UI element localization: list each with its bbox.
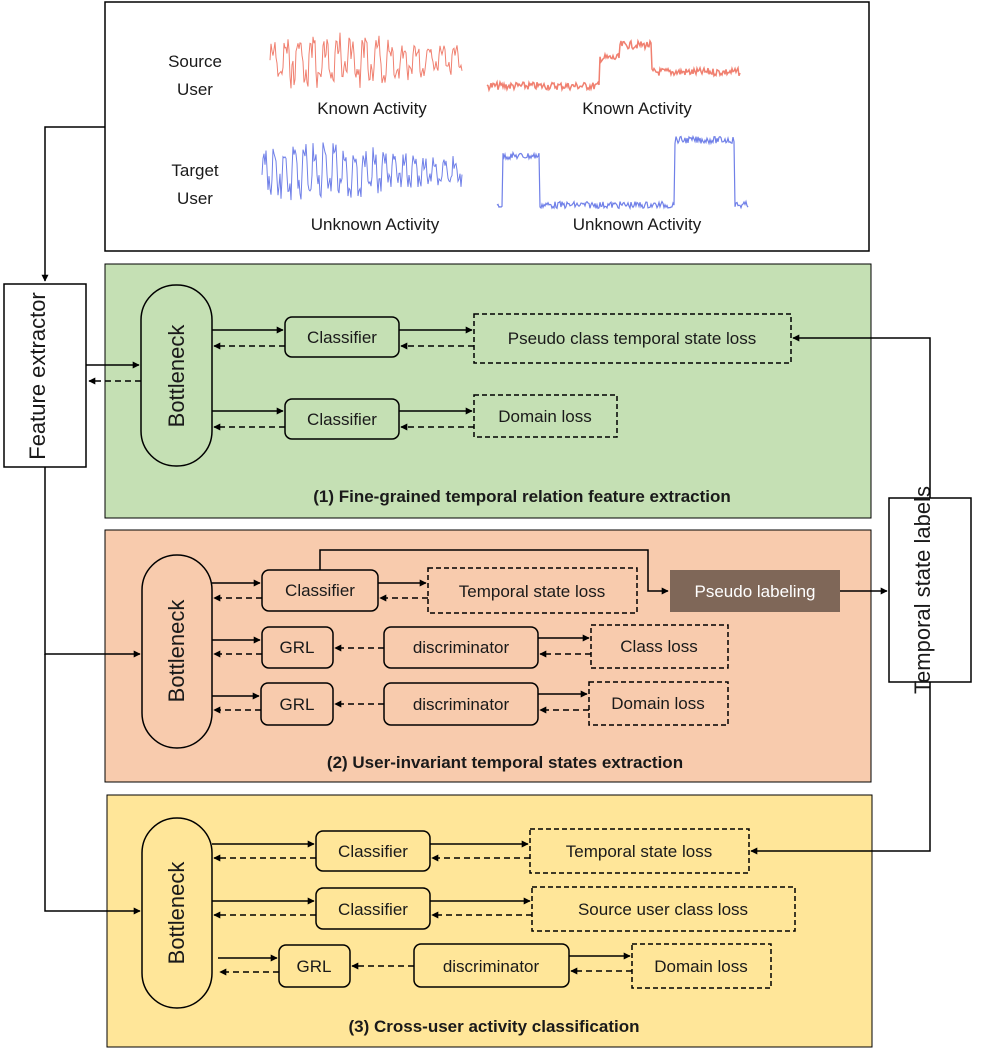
- stage1-classifier-b: [284, 398, 400, 440]
- source-known-activity-label-1: Known Activity: [317, 99, 427, 118]
- stage3-source-class-loss-label: Source user class loss: [578, 900, 748, 919]
- stage3-discriminator-label: discriminator: [443, 957, 540, 976]
- stage1-bottleneck-label: Bottleneck: [164, 324, 189, 428]
- temporal-state-labels-box: [888, 497, 972, 683]
- source-known-activity-label-2: Known Activity: [582, 99, 692, 118]
- labels-to-stage1-loss-arrow: [792, 334, 931, 498]
- pseudo-labeling-label: Pseudo labeling: [695, 582, 816, 601]
- stage2-discriminator-a-label: discriminator: [413, 638, 510, 657]
- stage1-domain-loss-label: Domain loss: [498, 407, 592, 426]
- stage3-caption: (3) Cross-user activity classification: [348, 1017, 639, 1036]
- target-signal-step: [496, 134, 749, 211]
- stage3-classifier-b: [315, 887, 431, 930]
- stage2-temporal-state-loss: [427, 567, 638, 614]
- stage2-grl-b-label: GRL: [280, 695, 315, 714]
- stage1-pseudo-class-loss-label: Pseudo class temporal state loss: [508, 329, 757, 348]
- stage1-classifier-b-label: Classifier: [307, 410, 377, 429]
- stage3-temporal-state-loss: [529, 828, 750, 874]
- source-signal-periodic: [269, 32, 463, 89]
- stage2-grl-b: [260, 682, 334, 726]
- labels-to-stage3-loss-arrow: [750, 682, 931, 855]
- stage2-classifier-label: Classifier: [285, 581, 355, 600]
- signal-panel: [104, 1, 870, 252]
- stage2-domain-loss: [588, 681, 729, 726]
- stage1-domain-loss: [473, 394, 618, 438]
- target-unknown-activity-label-2: Unknown Activity: [573, 215, 702, 234]
- stage1-bottleneck: [140, 284, 213, 467]
- stage3-grl-label: GRL: [297, 957, 332, 976]
- source-signal-step: [486, 38, 741, 93]
- connectors: [41, 126, 931, 976]
- s2-cls-to-pseudo-labeling: [319, 549, 669, 595]
- stage1-classifier-a-label: Classifier: [307, 328, 377, 347]
- pseudo-labeling-box: [670, 570, 840, 612]
- signals-to-extractor-arrow: [41, 126, 105, 282]
- stage2-class-loss-label: Class loss: [620, 637, 697, 656]
- stage1-panel: [104, 263, 872, 519]
- stage2-bottleneck: [141, 554, 213, 749]
- stage2-bottleneck-label: Bottleneck: [164, 599, 189, 703]
- stage2-caption: (2) User-invariant temporal states extra…: [327, 753, 683, 772]
- stage2-domain-loss-label: Domain loss: [611, 694, 705, 713]
- stage1-pseudo-class-loss: [473, 313, 792, 364]
- stage3-grl: [278, 944, 351, 988]
- stage3-temporal-state-loss-label: Temporal state loss: [566, 842, 712, 861]
- temporal-state-labels-label: Temporal state labels: [910, 486, 935, 694]
- stage2-temporal-state-loss-label: Temporal state loss: [459, 582, 605, 601]
- stage3-domain-loss-label: Domain loss: [654, 957, 748, 976]
- target-unknown-activity-label-1: Unknown Activity: [311, 215, 440, 234]
- stage2-discriminator-b-label: discriminator: [413, 695, 510, 714]
- stage1-classifier-a: [284, 316, 400, 358]
- stage2-class-loss: [590, 624, 729, 669]
- stage1-caption: (1) Fine-grained temporal relation featu…: [313, 487, 731, 506]
- stage2-grl-a-label: GRL: [280, 638, 315, 657]
- feature-extractor-box: [3, 283, 87, 468]
- stage3-classifier-b-label: Classifier: [338, 900, 408, 919]
- stage3-classifier-a-label: Classifier: [338, 842, 408, 861]
- stage2-grl-a: [261, 626, 334, 669]
- target-signal-periodic: [261, 142, 463, 201]
- stage3-bottleneck: [141, 817, 213, 1009]
- stage3-classifier-a: [315, 830, 431, 872]
- stage3-bottleneck-label: Bottleneck: [164, 861, 189, 965]
- stage3-source-class-loss: [531, 886, 796, 932]
- extractor-to-stage3-arrow: [44, 654, 141, 915]
- stage3-domain-loss: [631, 943, 772, 989]
- feature-extractor-label: Feature extractor: [25, 292, 50, 460]
